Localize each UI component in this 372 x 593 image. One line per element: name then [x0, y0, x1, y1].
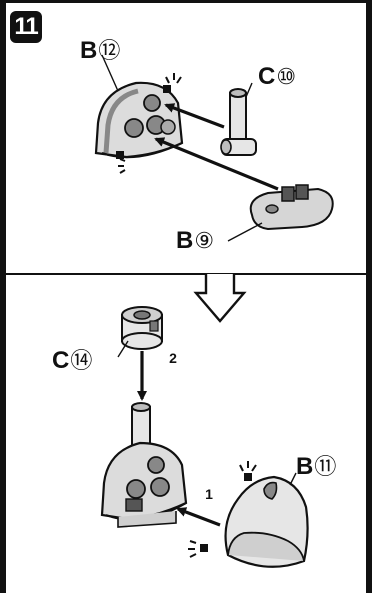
- part-label-c14: C⑭: [52, 347, 93, 374]
- click-dot-icon: [244, 473, 252, 481]
- part-label-b11: B⑪: [296, 453, 337, 480]
- click-mark-lower: [188, 461, 257, 558]
- order-mark-2: 2: [162, 347, 184, 369]
- assembled-body-drawing: [100, 402, 188, 528]
- insert-arrow-b11: [176, 507, 221, 527]
- insert-arrow-b9: [154, 137, 279, 191]
- click-dot-icon: [116, 151, 124, 159]
- part-b12-drawing: [94, 81, 184, 159]
- assembly-illustration: [6, 54, 366, 568]
- click-mark-upper: [118, 73, 182, 174]
- insert-arrow-c10: [164, 103, 225, 129]
- part-c14-drawing: [121, 306, 163, 350]
- next-stage-arrow: [193, 274, 247, 323]
- step-number-badge: 11: [10, 11, 42, 43]
- part-label-b9: B⑨: [176, 227, 215, 254]
- part-label-c10: C⑩: [258, 63, 297, 90]
- order-mark-1: 1: [198, 483, 220, 505]
- part-b9-drawing: [249, 184, 334, 231]
- click-dot-icon: [163, 85, 171, 93]
- part-c10-drawing: [220, 88, 257, 156]
- part-label-b12: B⑫: [80, 37, 121, 64]
- click-dot-icon: [200, 544, 208, 552]
- part-b11-drawing: [224, 475, 309, 568]
